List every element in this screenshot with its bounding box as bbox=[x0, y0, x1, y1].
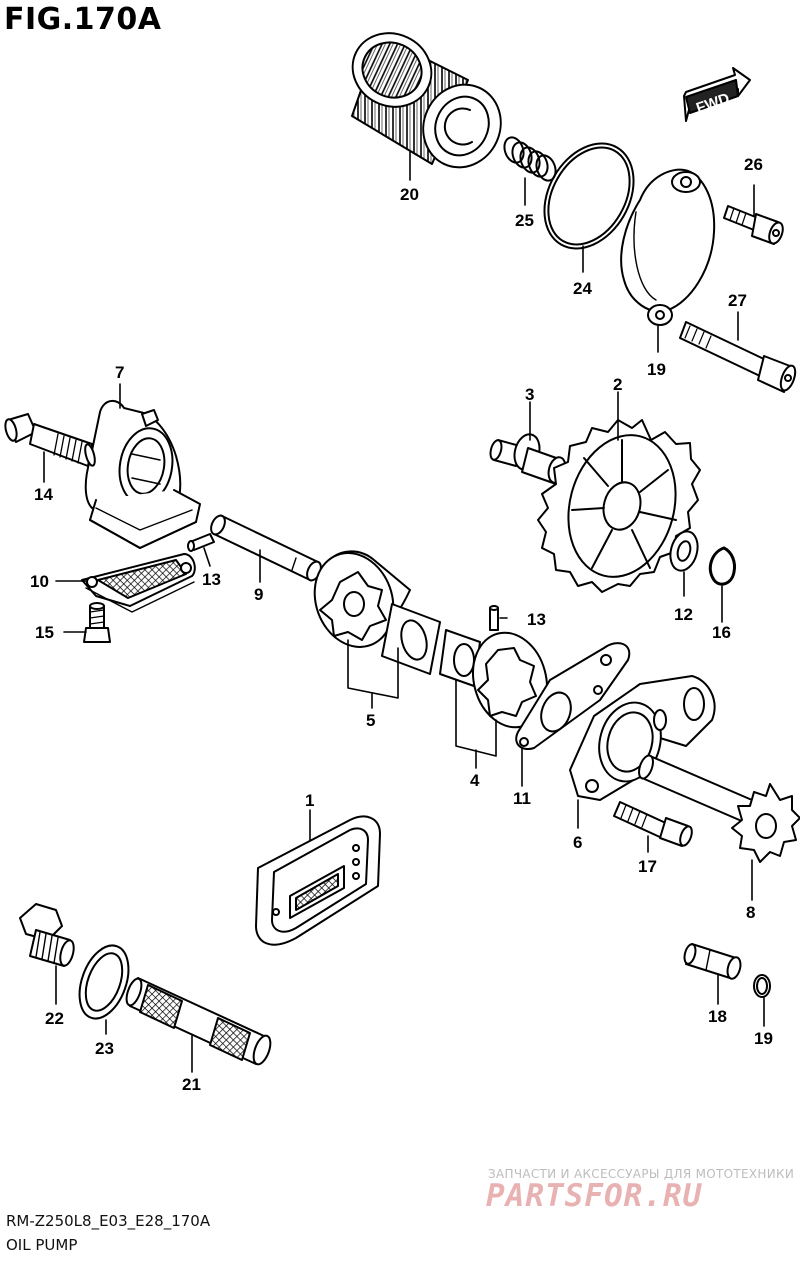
oil-jet-fitting bbox=[683, 943, 742, 980]
callout-25: 24 bbox=[573, 279, 592, 298]
callout-22: 21 bbox=[182, 1075, 201, 1094]
cap-bolt-long bbox=[679, 321, 797, 393]
callout-20: 19 bbox=[647, 360, 666, 379]
callout-23: 22 bbox=[45, 1009, 64, 1028]
oil-strainer-screen bbox=[81, 553, 196, 613]
callout-13-left: 13 bbox=[202, 570, 221, 589]
filter-cap bbox=[620, 168, 716, 326]
pump-body bbox=[569, 675, 716, 801]
driven-gear bbox=[537, 419, 701, 593]
o-ring bbox=[543, 142, 635, 250]
callout-15: 15 bbox=[35, 623, 54, 642]
watermark-brand: PARTSFOR.RU bbox=[486, 1178, 703, 1214]
callout-1: 1 bbox=[305, 791, 314, 810]
callout-21: 20 bbox=[400, 185, 419, 204]
pump-body-bolt bbox=[613, 801, 693, 847]
callout-14: 14 bbox=[34, 485, 53, 504]
screen-bolt bbox=[83, 602, 111, 643]
callout-12: 12 bbox=[674, 605, 693, 624]
oil-filter bbox=[351, 32, 502, 169]
drain-plug bbox=[19, 903, 75, 967]
callout-11: 11 bbox=[513, 789, 531, 808]
drawing-name: OIL PUMP bbox=[6, 1236, 78, 1254]
relief-spring bbox=[503, 136, 557, 182]
figure-title: FIG.170A bbox=[4, 2, 162, 37]
callout-18: 18 bbox=[708, 1007, 727, 1026]
callout-2: 2 bbox=[613, 375, 622, 394]
pump-shaft bbox=[210, 514, 322, 582]
pump-gasket bbox=[515, 642, 631, 750]
callout-9: 9 bbox=[254, 585, 263, 604]
callout-24: 23 bbox=[95, 1039, 114, 1058]
relief-cover bbox=[84, 400, 201, 549]
callout-3: 3 bbox=[525, 385, 534, 404]
small-o-ring bbox=[753, 974, 771, 998]
callout-10: 10 bbox=[30, 572, 49, 591]
callout-4: 4 bbox=[470, 771, 480, 790]
callout-8: 8 bbox=[746, 903, 755, 922]
callout-7: 7 bbox=[115, 363, 124, 382]
cover-bolt bbox=[4, 413, 96, 467]
rotor-set-feed bbox=[439, 629, 548, 729]
fwd-arrow: FWD bbox=[683, 67, 751, 122]
drawing-code: RM-Z250L8_E03_E28_170A bbox=[6, 1212, 211, 1230]
drain-plug-gasket bbox=[78, 944, 130, 1020]
circlip bbox=[708, 546, 736, 586]
washer bbox=[669, 530, 699, 572]
callout-17: 16 bbox=[712, 623, 731, 642]
leader-lines bbox=[43, 151, 765, 1073]
dowel-pin-left bbox=[187, 533, 215, 552]
cap-bolt-short bbox=[723, 205, 784, 245]
pump-drive-shaft bbox=[638, 754, 800, 863]
callout-13-right: 13 bbox=[527, 610, 546, 629]
oil-pan-gasket bbox=[255, 815, 381, 946]
rotor-set-scavenge bbox=[313, 550, 441, 675]
oil-strainer-tube bbox=[125, 977, 272, 1066]
callout-labels: 20 25 24 19 26 27 2 3 7 14 10 13 15 9 13… bbox=[30, 155, 773, 1094]
callout-26: 25 bbox=[515, 211, 534, 230]
callout-27: 26 bbox=[744, 155, 763, 174]
dowel-pin-right bbox=[489, 605, 499, 631]
gear-stud bbox=[489, 433, 567, 485]
callout-6: 6 bbox=[573, 833, 582, 852]
callout-19: 19 bbox=[754, 1029, 773, 1048]
callout-5: 5 bbox=[366, 711, 375, 730]
watermark-subtitle: ЗАПЧАСТИ И АКСЕССУАРЫ ДЛЯ МОТОТЕХНИКИ bbox=[488, 1167, 795, 1181]
callout-16: 17 bbox=[638, 857, 657, 876]
callout-28: 27 bbox=[728, 291, 747, 310]
